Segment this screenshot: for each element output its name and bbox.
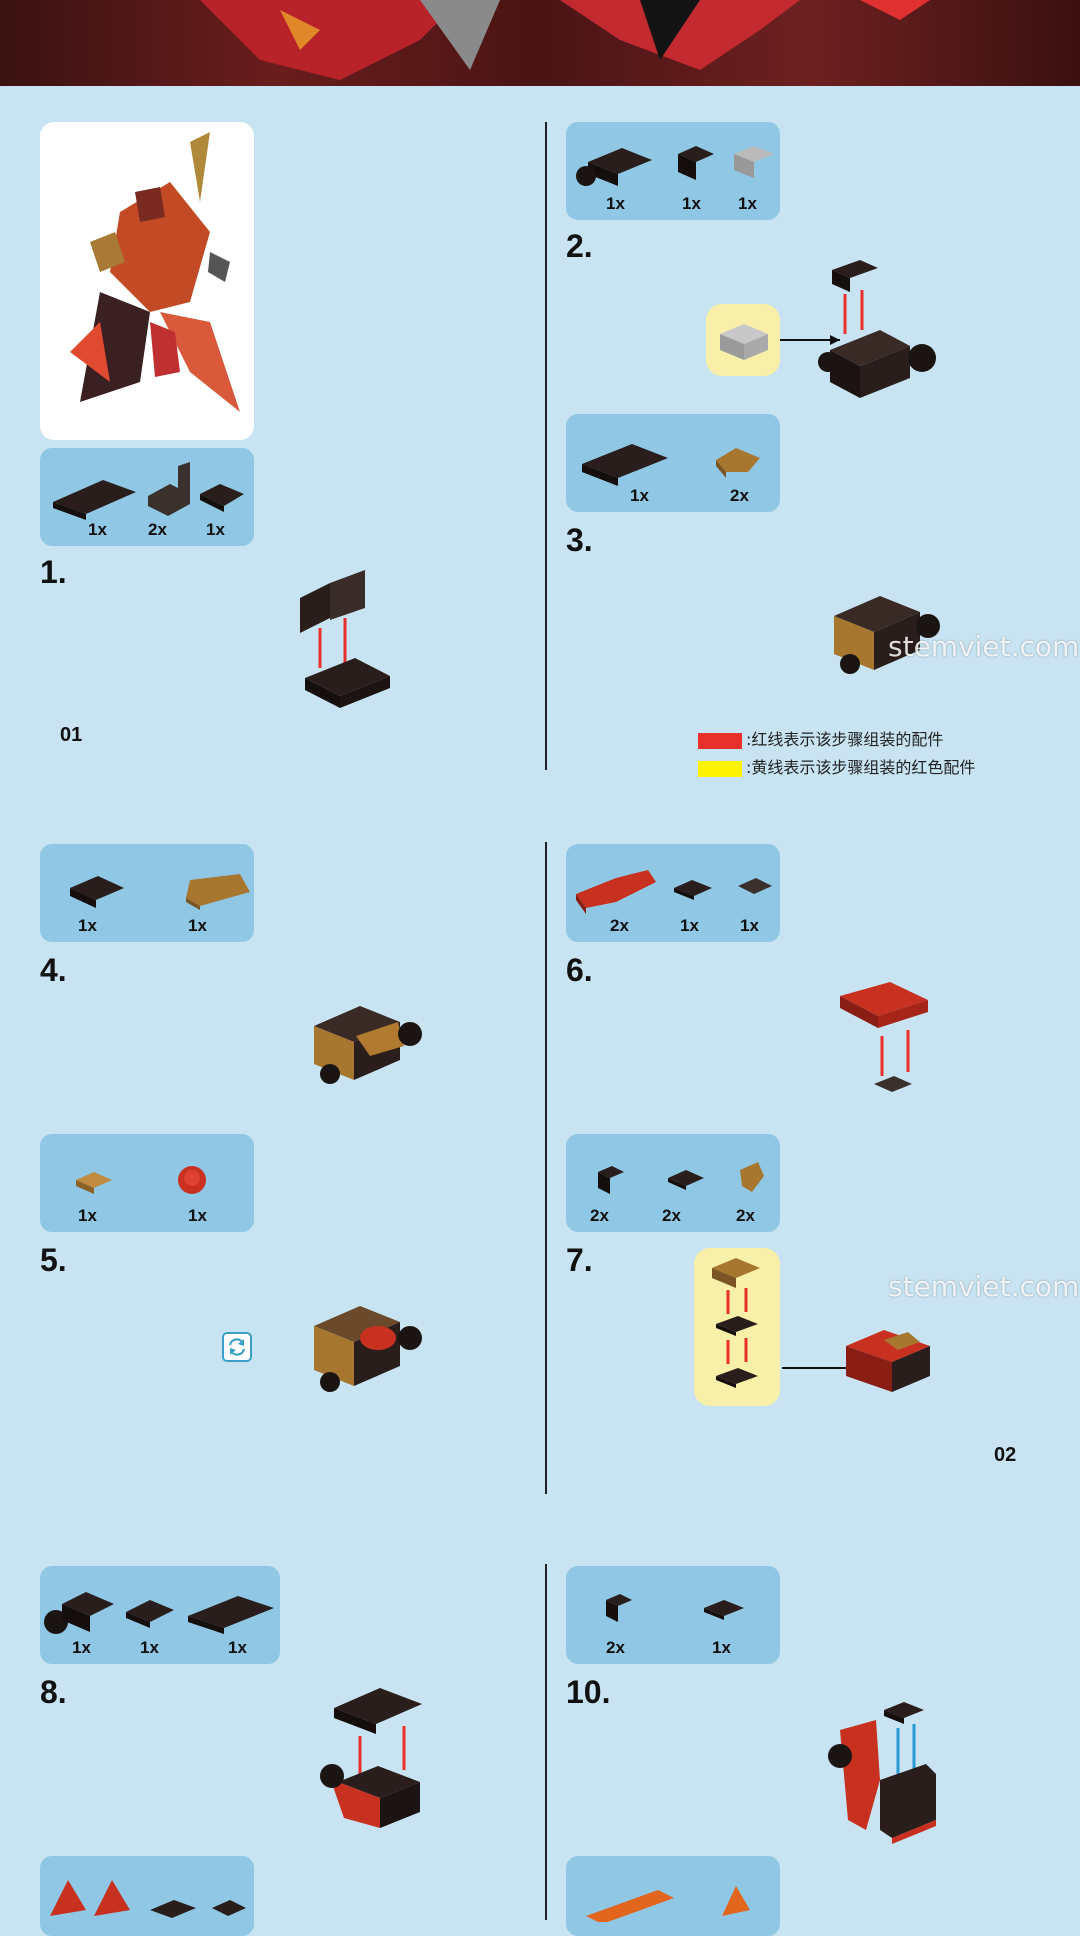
part-count: 1x [78,916,97,935]
step-number: 3. [566,522,593,558]
parts-art [576,870,772,914]
color-legend: :红线表示该步骤组装的配件 :黄线表示该步骤组装的红色配件 [698,726,975,778]
step-1-assembly-image [300,570,390,708]
step-number: 1. [40,554,67,590]
step-number: 6. [566,952,593,988]
part-count: 1x [78,1206,97,1225]
part-count: 1x [188,916,207,935]
parts-box-step-10: 2x 1x [566,1566,780,1664]
step-10-assembly-image [828,1702,936,1844]
page-number: 01 [60,724,83,746]
step-8-assembly-image [320,1688,422,1828]
parts-box-step-4: 1x 1x [40,844,254,942]
step-4-assembly-image [314,1006,422,1084]
step-5-assembly-image [314,1306,422,1392]
part-count: 2x [590,1206,609,1225]
legend-red-text: :红线表示该步骤组装的配件 [746,730,944,749]
parts-art [70,874,250,910]
parts-box-step-5: 1x 1x [40,1134,254,1232]
watermark: stemviet.com [888,630,1080,663]
parts-art [50,1880,246,1918]
part-count: 1x [88,520,107,539]
parts-art [76,1166,206,1194]
parts-box-step-8: 1x 1x 1x [40,1566,280,1664]
step-3-assembly-image [834,596,940,674]
rotate-icon [222,1332,252,1362]
robot-photo-image [200,0,930,80]
part-count: 1x [72,1638,91,1657]
banner-photo [0,0,1080,86]
part-count: 2x [662,1206,681,1225]
part-count: 1x [680,916,699,935]
parts-art [598,1162,764,1194]
legend-yellow-text: :黄线表示该步骤组装的红色配件 [746,758,976,777]
gray-brick-image [720,324,768,360]
column-divider [545,122,547,770]
subassembly-callout [706,304,780,376]
legend-red-row: :红线表示该步骤组装的配件 [698,726,975,750]
step-number: 8. [40,1674,67,1710]
red-swatch [698,732,742,749]
parts-art [44,1592,274,1634]
instruction-page: 1x 2x 1x 1. 01 1x 1x 1x 2. [0,86,1080,1936]
part-count: 1x [188,1206,207,1225]
robot-preview-card [40,122,254,440]
parts-box-step-7: 2x 2x 2x [566,1134,780,1232]
step-number: 10. [566,1674,611,1710]
parts-art [576,146,774,186]
part-count: 1x [140,1638,159,1657]
part-count: 1x [606,194,625,213]
legend-yellow-row: :黄线表示该步骤组装的红色配件 [698,754,975,778]
part-count: 2x [606,1638,625,1657]
part-count: 1x [682,194,701,213]
part-count: 1x [740,916,759,935]
part-count: 2x [148,520,167,539]
subassembly-callout [694,1248,780,1406]
robot-figure-image [70,132,240,412]
part-count: 2x [610,916,629,935]
step-number: 7. [566,1242,593,1278]
watermark: stemviet.com [888,1270,1080,1303]
part-count: 2x [730,486,749,505]
step-2-assembly-image [780,260,936,398]
parts-art [582,444,760,486]
parts-art [53,462,244,520]
part-count: 1x [738,194,757,213]
step-number: 5. [40,1242,67,1278]
parts-art [586,1886,750,1922]
part-count: 2x [736,1206,755,1225]
parts-box-step-9 [40,1856,254,1936]
step-7-assembly-image [782,1330,930,1392]
parts-box-step-11 [566,1856,780,1936]
parts-art [606,1594,744,1622]
parts-box-step-3: 1x 2x [566,414,780,512]
parts-box-step-1: 1x 2x 1x [40,448,254,546]
column-divider [545,842,547,1494]
column-divider [545,1564,547,1920]
page-number: 02 [994,1444,1017,1466]
part-count: 1x [712,1638,731,1657]
parts-box-step-2: 1x 1x 1x [566,122,780,220]
step-number: 4. [40,952,67,988]
parts-box-step-6: 2x 1x 1x [566,844,780,942]
step-6-assembly-image [840,982,928,1092]
part-count: 1x [206,520,225,539]
yellow-swatch [698,760,742,777]
stacked-parts-image [712,1258,760,1388]
part-count: 1x [228,1638,247,1657]
step-number: 2. [566,228,593,264]
part-count: 1x [630,486,649,505]
